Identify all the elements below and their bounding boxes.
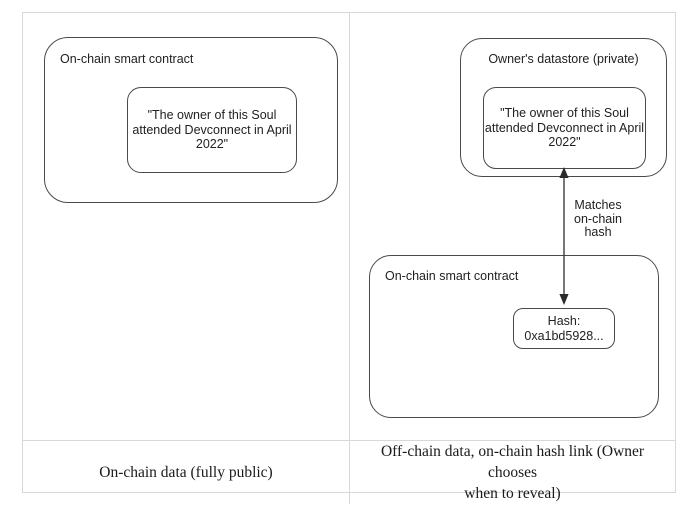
claim-box-public: "The owner of this Soul attended Devconn… [127,87,297,173]
double-headed-arrow-icon [559,167,569,305]
hash-label: Hash: [547,313,581,328]
claim-line-3: 2022" [548,135,581,150]
claim-line-2: attended Devconnect in April [484,120,645,135]
claim-box-private: "The owner of this Soul attended Devconn… [483,87,646,169]
onchain-contract-box-right: On-chain smart contract Hash: 0xa1bd5928… [369,255,659,418]
hash-box: Hash: 0xa1bd5928... [513,308,615,349]
claim-line-1: "The owner of this Soul [147,108,277,123]
caption-left-text: On-chain data (fully public) [99,464,273,481]
left-diagram-panel: On-chain smart contract "The owner of th… [23,13,349,440]
onchain-contract-label-left: On-chain smart contract [60,52,194,66]
claim-line-2: attended Devconnect in April [132,122,292,137]
claim-line-1: "The owner of this Soul [500,106,629,121]
onchain-contract-box-left: On-chain smart contract "The owner of th… [44,37,338,203]
onchain-contract-label-right: On-chain smart contract [385,269,519,283]
hash-value: 0xa1bd5928... [524,328,604,343]
claim-line-3: 2022" [195,137,229,152]
figure-table: On-chain smart contract "The owner of th… [22,12,676,504]
right-diagram-panel: Owner's datastore (private) "The owner o… [349,13,675,440]
caption-right-text: Off-chain data, on-chain hash link (Owne… [380,443,645,502]
caption-right: Off-chain data, on-chain hash link (Owne… [349,440,675,504]
caption-left: On-chain data (fully public) [23,440,349,504]
matches-hash-label: Matches on-chain hash [574,198,622,239]
owner-datastore-label: Owner's datastore (private) [488,52,639,66]
owner-datastore-box: Owner's datastore (private) "The owner o… [460,38,667,177]
